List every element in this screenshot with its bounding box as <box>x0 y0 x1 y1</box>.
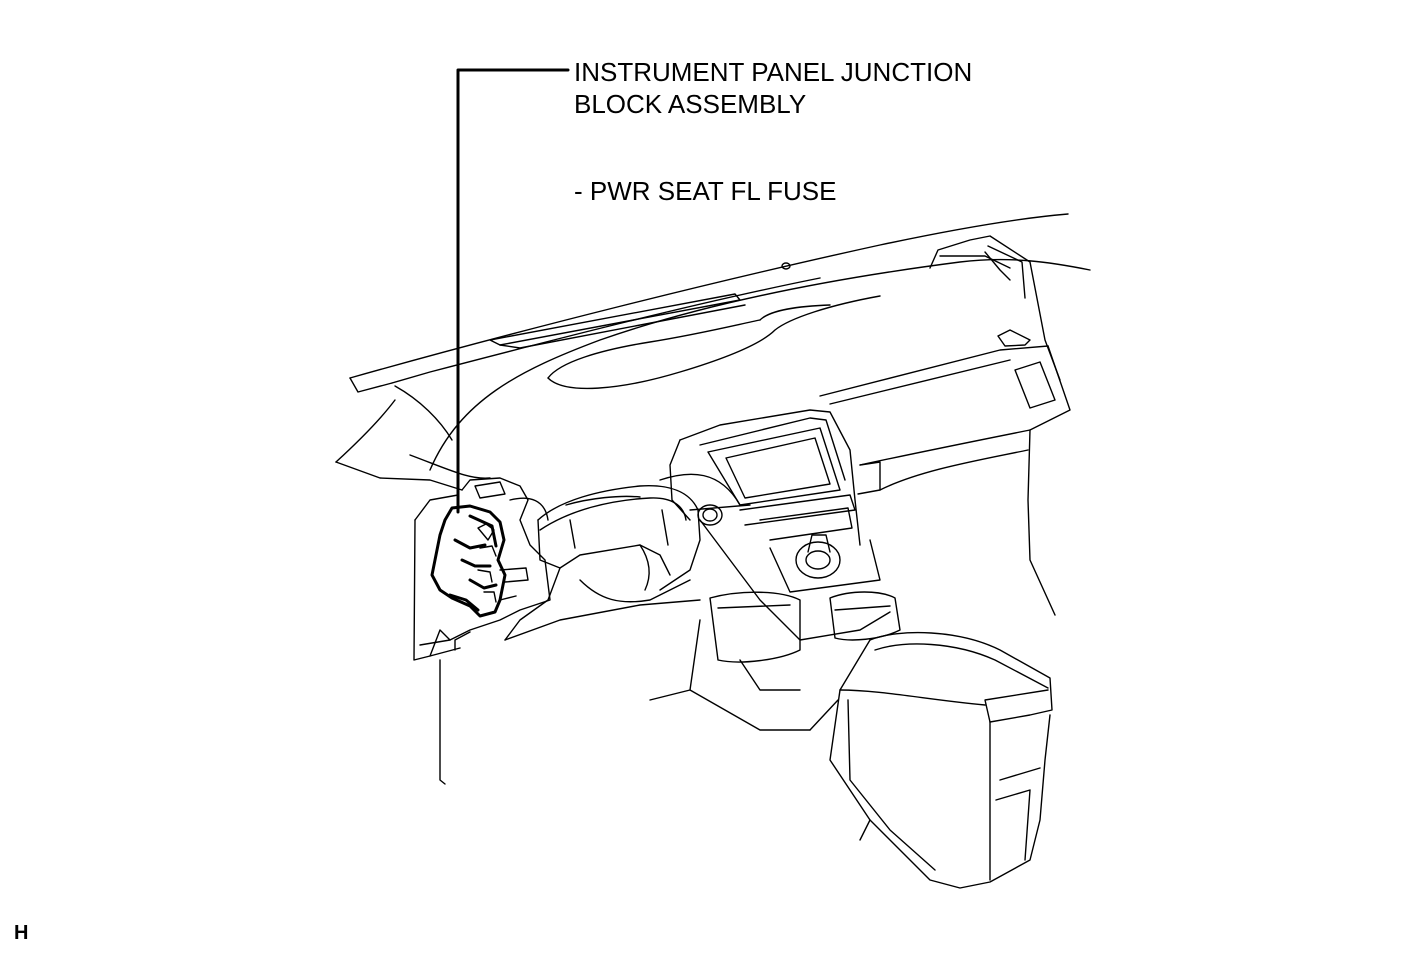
shift-knob <box>795 541 841 579</box>
lower-panels <box>504 599 871 841</box>
center-console <box>809 631 1053 889</box>
driver-lower-dash <box>413 477 551 785</box>
junction-block <box>430 504 507 618</box>
page-code: H <box>14 922 29 944</box>
component-label-line2: BLOCK ASSEMBLY <box>574 89 807 119</box>
display-screen <box>707 427 841 506</box>
dashboard-top <box>335 213 1091 616</box>
meter-hood <box>504 485 701 641</box>
leader-line <box>456 68 570 514</box>
center-stack <box>659 409 901 731</box>
fuse-label: - PWR SEAT FL FUSE <box>574 176 837 206</box>
component-label-line1: INSTRUMENT PANEL JUNCTION <box>574 57 973 87</box>
